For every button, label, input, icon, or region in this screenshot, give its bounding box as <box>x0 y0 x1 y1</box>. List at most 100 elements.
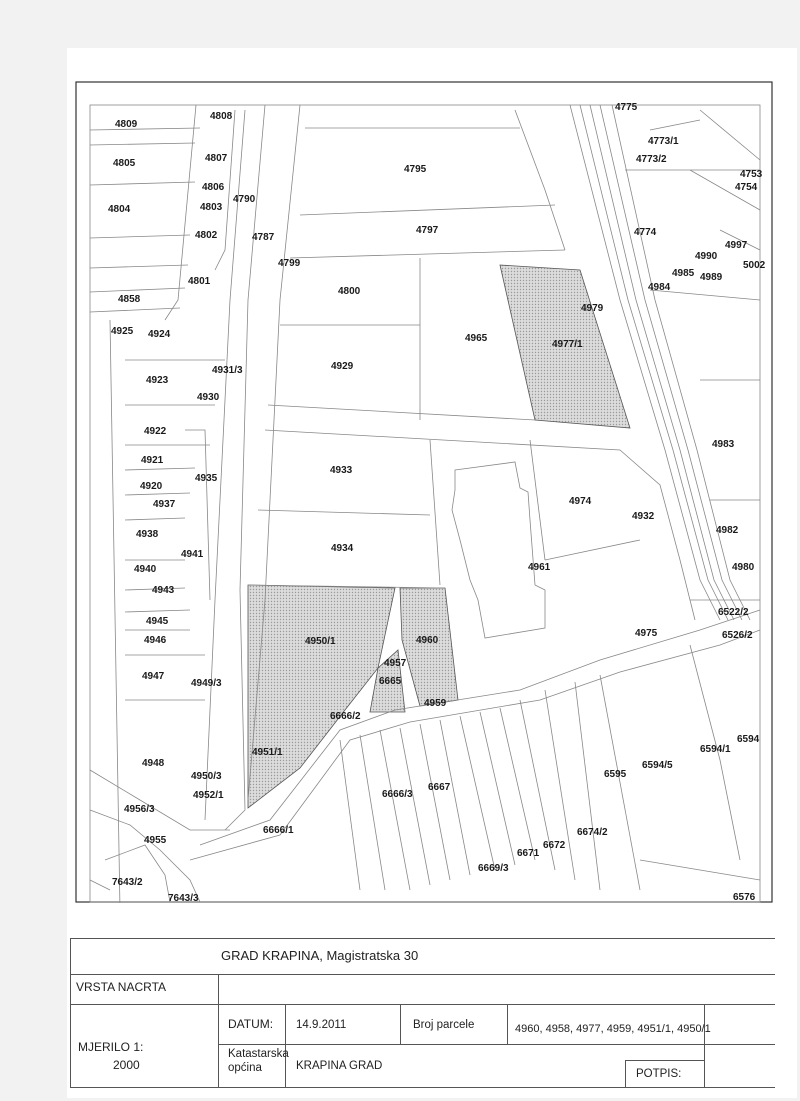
parcel-label: 6665 <box>379 676 402 687</box>
map-frame <box>75 81 773 903</box>
parcel-label: 4950/1 <box>305 636 336 647</box>
parcel-label: 4806 <box>202 182 225 193</box>
potpis-label: POTPIS: <box>636 1068 682 1080</box>
parcel-label: 4930 <box>197 392 220 403</box>
mjerilo-label: MJERILO 1: <box>78 1040 144 1054</box>
parcel-label: 4925 <box>111 326 134 337</box>
parcel-label: 4960 <box>416 635 439 646</box>
datum-label: DATUM: <box>228 1017 274 1031</box>
parcel-label: 4965 <box>465 333 488 344</box>
parcel-label: 4775 <box>615 102 638 113</box>
parcel-label: 6594/1 <box>700 744 731 755</box>
parcel-label: 4773/1 <box>648 136 679 147</box>
parcel-label: 4797 <box>416 225 439 236</box>
parcel-4950-1-shaded <box>247 584 396 809</box>
parcel-label: 4982 <box>716 525 739 536</box>
parcel-label: 6594/5 <box>642 760 673 771</box>
parcel-labels: 4775 4808 4809 4805 4807 4806 4790 4803 … <box>108 102 766 904</box>
parcel-label: 4921 <box>141 455 164 466</box>
parcel-label: 6674/2 <box>577 827 608 838</box>
broj-parcele-value: 4960, 4958, 4977, 4959, 4951/1, 4950/1 <box>515 1023 711 1035</box>
parcel-label: 4980 <box>732 562 755 573</box>
parcel-label: 4984 <box>648 282 671 293</box>
parcel-label: 4945 <box>146 616 169 627</box>
parcel-label: 4934 <box>331 543 354 554</box>
parcel-label: 4920 <box>140 481 163 492</box>
parcel-label: 4804 <box>108 204 131 215</box>
parcel-label: 4923 <box>146 375 169 386</box>
katastarska-label-1: Katastarska <box>228 1048 289 1060</box>
parcel-label: 4975 <box>635 628 658 639</box>
parcel-label: 4754 <box>735 182 758 193</box>
parcel-label: 4773/2 <box>636 154 667 165</box>
parcel-label: 4985 <box>672 268 695 279</box>
parcel-label: 4802 <box>195 230 218 241</box>
parcel-label: 7643/2 <box>112 877 143 888</box>
parcel-label: 4931/3 <box>212 365 243 376</box>
katastarska-label-2: općina <box>228 1062 262 1074</box>
parcel-label: 4943 <box>152 585 175 596</box>
parcel-label: 6595 <box>604 769 627 780</box>
vrsta-nacrta-label: VRSTA NACRTA <box>76 980 167 994</box>
parcel-label: 4800 <box>338 286 361 297</box>
right-linear-features <box>569 104 761 621</box>
parcel-label: 4790 <box>233 194 256 205</box>
parcel-label: 4957 <box>384 658 407 669</box>
mjerilo-value: 2000 <box>113 1058 140 1072</box>
parcel-label: 4947 <box>142 671 165 682</box>
parcel-label: 4807 <box>205 153 228 164</box>
parcel-label: 4933 <box>330 465 353 476</box>
parcel-label: 4809 <box>115 119 138 130</box>
parcel-label: 4949/3 <box>191 678 222 689</box>
parcel-label: 6671 <box>517 848 540 859</box>
parcel-label: 4961 <box>528 562 551 573</box>
parcel-label: 4946 <box>144 635 167 646</box>
parcel-label: 4935 <box>195 473 218 484</box>
parcel-label: 4932 <box>632 511 655 522</box>
parcel-label: 6594 <box>737 734 760 745</box>
parcel-label: 6672 <box>543 840 566 851</box>
parcel-label: 6526/2 <box>722 630 753 641</box>
parcel-4977-1-shaded <box>499 264 631 429</box>
road-lines-left <box>204 104 301 831</box>
parcel-label: 4924 <box>148 329 171 340</box>
parcel-label: 4929 <box>331 361 354 372</box>
parcel-label: 4922 <box>144 426 167 437</box>
map-inner-frame <box>89 104 761 903</box>
parcel-label: 4941 <box>181 549 204 560</box>
parcel-label: 4974 <box>569 496 592 507</box>
parcel-label: 6667 <box>428 782 451 793</box>
parcel-label: 5002 <box>743 260 766 271</box>
parcel-label: 4997 <box>725 240 748 251</box>
broj-parcele-label: Broj parcele <box>413 1019 475 1031</box>
parcel-label: 6666/2 <box>330 711 361 722</box>
parcel-label: 4787 <box>252 232 275 243</box>
parcel-label: 4952/1 <box>193 790 224 801</box>
parcel-label: 4753 <box>740 169 763 180</box>
katastarska-value: KRAPINA GRAD <box>296 1060 383 1072</box>
parcel-label: 6666/1 <box>263 825 294 836</box>
parcel-label: 4983 <box>712 439 735 450</box>
parcel-4960-shaded <box>399 587 459 707</box>
parcel-label: 4955 <box>144 835 167 846</box>
datum-value: 14.9.2011 <box>296 1019 347 1031</box>
parcel-label: 4803 <box>200 202 223 213</box>
parcel-label: 6522/2 <box>718 607 749 618</box>
parcel-label: 4858 <box>118 294 141 305</box>
parcel-label: 4989 <box>700 272 723 283</box>
parcel-label: 4979 <box>581 303 604 314</box>
parcel-label: 7643/3 <box>168 893 199 904</box>
parcel-label: 4959 <box>424 698 447 709</box>
title-block-heading: GRAD KRAPINA, Magistratska 30 <box>221 948 419 963</box>
parcel-label: 4805 <box>113 158 136 169</box>
parcel-label: 6669/3 <box>478 863 509 874</box>
parcel-label: 4808 <box>210 111 233 122</box>
parcel-label: 4951/1 <box>252 747 283 758</box>
left-parcel-lines <box>89 104 236 911</box>
building-4961 <box>451 461 546 639</box>
parcel-label: 4938 <box>136 529 159 540</box>
parcel-label: 4977/1 <box>552 339 583 350</box>
map-bottom-margin <box>77 903 772 933</box>
parcel-4957-shaded <box>369 649 406 713</box>
